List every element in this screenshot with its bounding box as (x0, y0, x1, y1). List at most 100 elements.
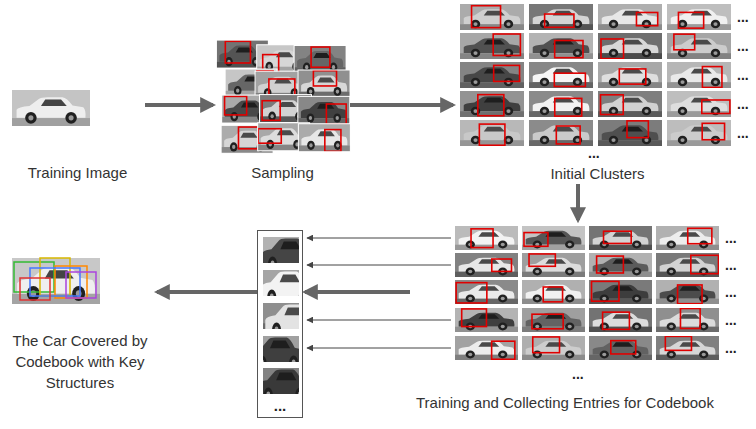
ellipsis: ... (258, 398, 302, 414)
ellipsis: ... (737, 67, 749, 83)
car-photo (455, 253, 518, 277)
sample-window (311, 47, 330, 67)
sample-window (554, 73, 585, 86)
sample-window (627, 121, 648, 138)
car-photo (656, 280, 719, 304)
sample-window (524, 233, 548, 247)
car-photo (298, 96, 350, 124)
flow-arrow (157, 290, 257, 294)
sample-window (478, 95, 504, 116)
stage-caption: Initial Clusters (455, 163, 740, 184)
sample-window (472, 6, 501, 28)
car-photo (522, 280, 585, 304)
sample-window (604, 231, 632, 243)
car-photo (12, 90, 90, 126)
sample-window (545, 14, 574, 27)
car-photo (298, 124, 350, 152)
sample-window (326, 104, 346, 124)
key-structure-box (55, 266, 87, 298)
sample-window (619, 69, 646, 84)
car-photo (263, 237, 299, 263)
car-photo (589, 336, 652, 360)
sample-window (597, 256, 624, 273)
car-photo (455, 308, 518, 332)
car-photo (589, 253, 652, 277)
sample-window (533, 337, 560, 353)
car-photo (298, 70, 350, 98)
key-structure-box (20, 278, 50, 300)
sample-window (262, 101, 280, 121)
car-photo (263, 303, 299, 329)
flow-arrow (145, 103, 213, 107)
car-photo (460, 62, 524, 88)
car-photo (656, 336, 719, 360)
car-photo (667, 91, 731, 117)
sample-window (678, 12, 703, 28)
ellipsis: ... (725, 340, 737, 356)
car-photo (455, 226, 518, 250)
car-photo (589, 280, 652, 304)
ellipsis: ... (725, 284, 737, 300)
car-photo (667, 120, 731, 146)
car-photo (598, 4, 662, 30)
sample-window (674, 34, 695, 50)
car-photo (667, 62, 731, 88)
car-photo (598, 62, 662, 88)
ellipsis: ... (572, 366, 584, 382)
sample-window (225, 41, 250, 63)
sample-window (601, 95, 624, 115)
car-photo (667, 4, 731, 30)
sample-window (494, 65, 520, 81)
car-photo (12, 258, 100, 304)
stage-caption: Sampling (215, 162, 350, 183)
sample-window (680, 308, 700, 328)
sample-window (479, 124, 505, 145)
stage-caption: Training Image (10, 162, 145, 183)
car-photo (529, 120, 593, 146)
sample-window (665, 336, 691, 350)
car-photo (263, 336, 299, 362)
car-photo (522, 308, 585, 332)
car-photo (529, 4, 593, 30)
sample-window (471, 229, 493, 248)
car-photo (667, 33, 731, 59)
codebook-box: ... (257, 230, 303, 418)
sample-window (313, 71, 336, 86)
sample-window (456, 283, 487, 303)
car-photo (263, 270, 299, 296)
sample-window (611, 341, 636, 354)
flow-arrow (350, 103, 453, 107)
training-grid (455, 226, 719, 360)
sample-window (529, 254, 555, 266)
car-photo (529, 91, 593, 117)
sampling-collage (216, 40, 350, 153)
sample-window (543, 287, 562, 302)
sample-window (678, 285, 702, 304)
stage-block: Sampling (215, 42, 350, 183)
car-photo (460, 33, 524, 59)
sample-window (592, 281, 619, 301)
ellipsis: ... (725, 230, 737, 246)
sample-window (691, 255, 719, 273)
ellipsis: ... (737, 38, 749, 54)
sample-window (225, 96, 247, 115)
sample-window (258, 129, 281, 143)
stage-caption: Training and Collecting Entries for Code… (410, 392, 720, 413)
sample-window (702, 100, 730, 113)
ellipsis: ... (737, 125, 749, 141)
car-photo (598, 33, 662, 59)
sample-window (492, 341, 515, 359)
sample-window (603, 312, 630, 329)
car-photo (455, 336, 518, 360)
car-photo (522, 253, 585, 277)
sample-window (532, 314, 563, 329)
stage-block: The Car Covered by Codebook with Key Str… (5, 255, 155, 393)
cluster-grid (460, 4, 731, 146)
car-photo (529, 62, 593, 88)
sample-window (702, 67, 722, 88)
sample-window (556, 126, 580, 144)
car-photo (656, 226, 719, 250)
car-photo (522, 226, 585, 250)
car-photo (589, 308, 652, 332)
